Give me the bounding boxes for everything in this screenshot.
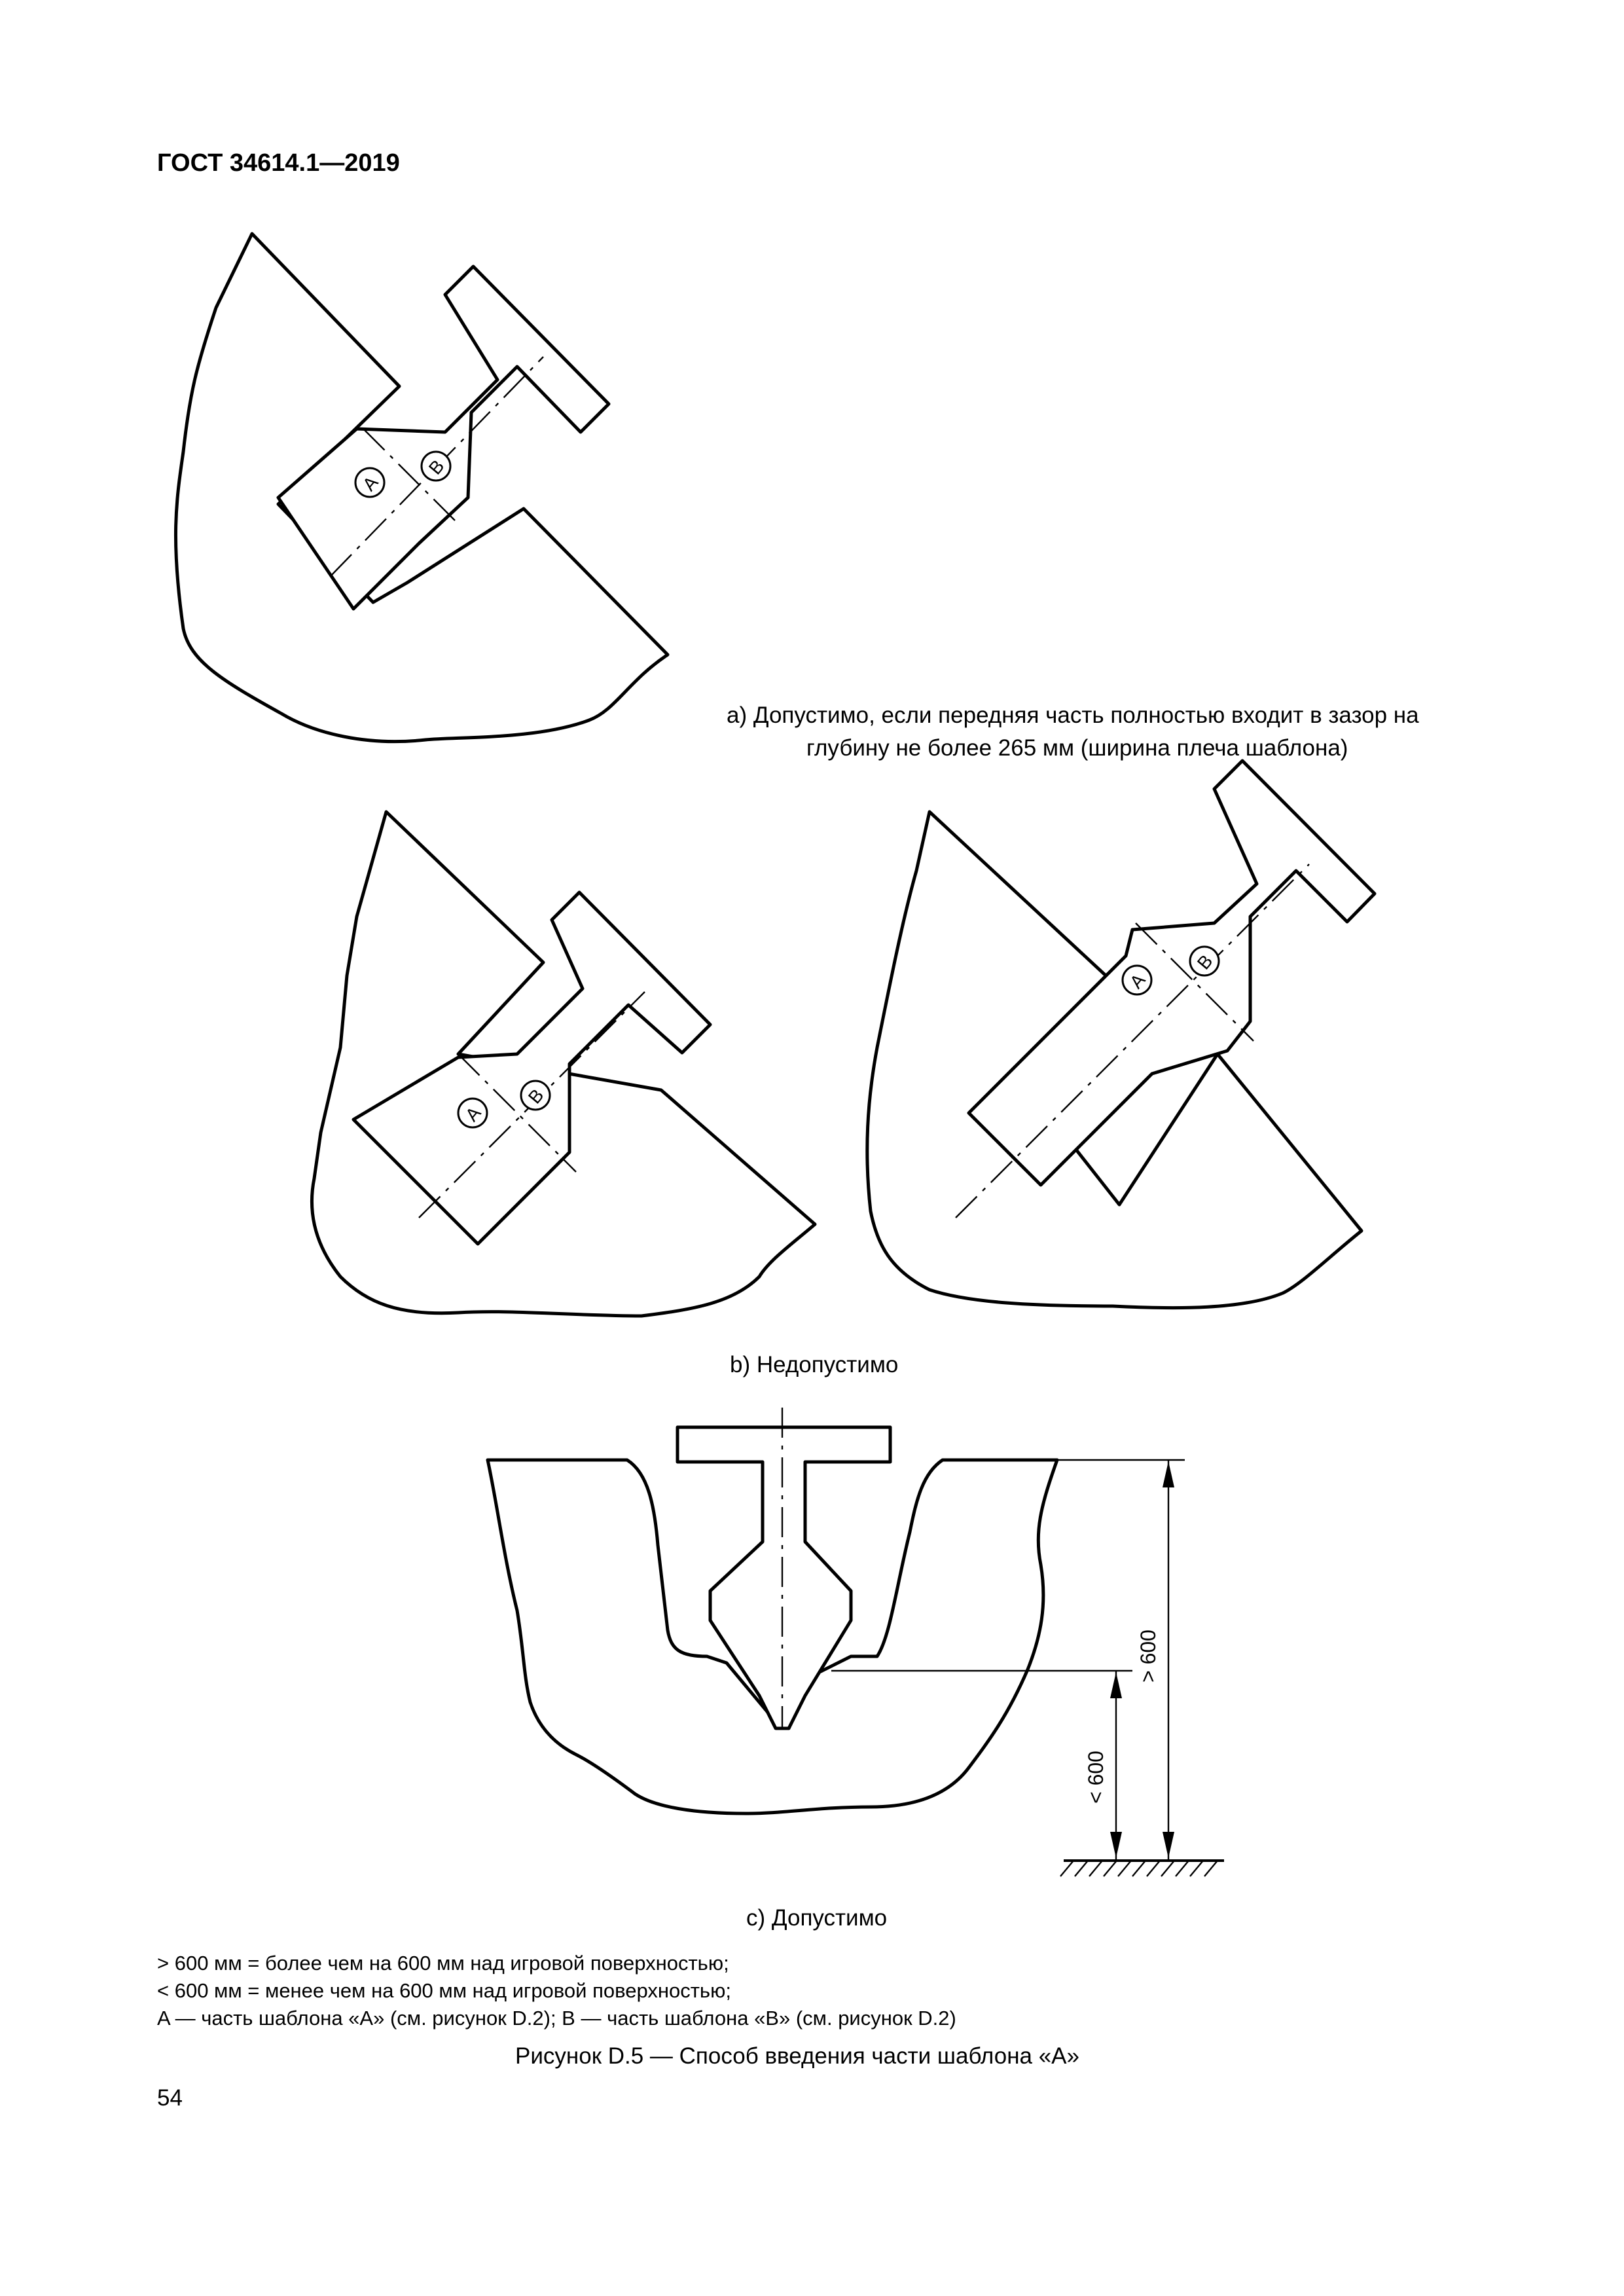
figure-b-right-ground: [865, 810, 1363, 1310]
figure-b-left-drawing: A B: [310, 810, 817, 1318]
figure-c-drawing: > 600 < 600: [486, 1408, 1224, 1877]
figure-b-right-axis-main: [955, 864, 1310, 1218]
figure-b-left-label-b-circle: [520, 1080, 551, 1111]
figure-b-left-axis-cross: [458, 1053, 577, 1173]
figure-b-right-template-body: [967, 759, 1377, 1187]
note-line-1: > 600 мм = более чем на 600 мм над игров…: [157, 1952, 729, 1975]
figure-b-left-template: A B: [352, 890, 712, 1246]
figure-c-ground: [486, 1458, 1059, 1815]
figure-b-left-ground: [310, 810, 817, 1318]
page-number: 54: [157, 2085, 183, 2111]
figure-b-right-label-b-circle: [1189, 945, 1220, 977]
figure-b-left-template-body: [352, 890, 712, 1246]
figure-b-right-label-a-circle: [1121, 964, 1153, 996]
figure-b-right-drawing: A B: [865, 759, 1377, 1310]
figure-a-ground: [173, 232, 670, 744]
figure-a-axis-cross: [363, 428, 459, 524]
document-header: ГОСТ 34614.1—2019: [157, 149, 400, 177]
note-line-2: < 600 мм = менее чем на 600 мм над игров…: [157, 1979, 731, 2002]
figure-c-template: [676, 1408, 892, 1730]
figure-b-right-template: A B: [955, 759, 1377, 1218]
figure-c-ground-hatch: [1060, 1860, 1218, 1877]
figure-a-template: A B: [276, 264, 611, 611]
subcaption-a-line1: a) Допустимо, если передняя часть полнос…: [727, 702, 1419, 728]
figure-a-drawing: A B: [173, 232, 670, 744]
figure-caption: Рисунок D.5 — Способ введения части шабл…: [515, 2043, 1079, 2069]
figure-a-label-a-circle: [354, 467, 386, 498]
figure-b-left-label-a-circle: [457, 1097, 488, 1129]
figure-c-dim-gt-label: > 600: [1136, 1630, 1160, 1683]
subcaption-c: c) Допустимо: [746, 1905, 888, 1931]
figure-b-right-axis-cross: [1135, 922, 1254, 1042]
subcaption-a-line2: глубину не более 265 мм (ширина плеча ша…: [806, 735, 1348, 761]
figure-a-template-body: [276, 264, 611, 611]
figure-a-label-b-circle: [420, 450, 452, 482]
subcaption-b: b) Недопустимо: [730, 1352, 899, 1377]
figure-c-dim-lt-label: < 600: [1084, 1751, 1108, 1804]
note-line-3: A — часть шаблона «A» (см. рисунок D.2);…: [157, 2007, 956, 2030]
figure-c-template-body: [676, 1425, 892, 1730]
